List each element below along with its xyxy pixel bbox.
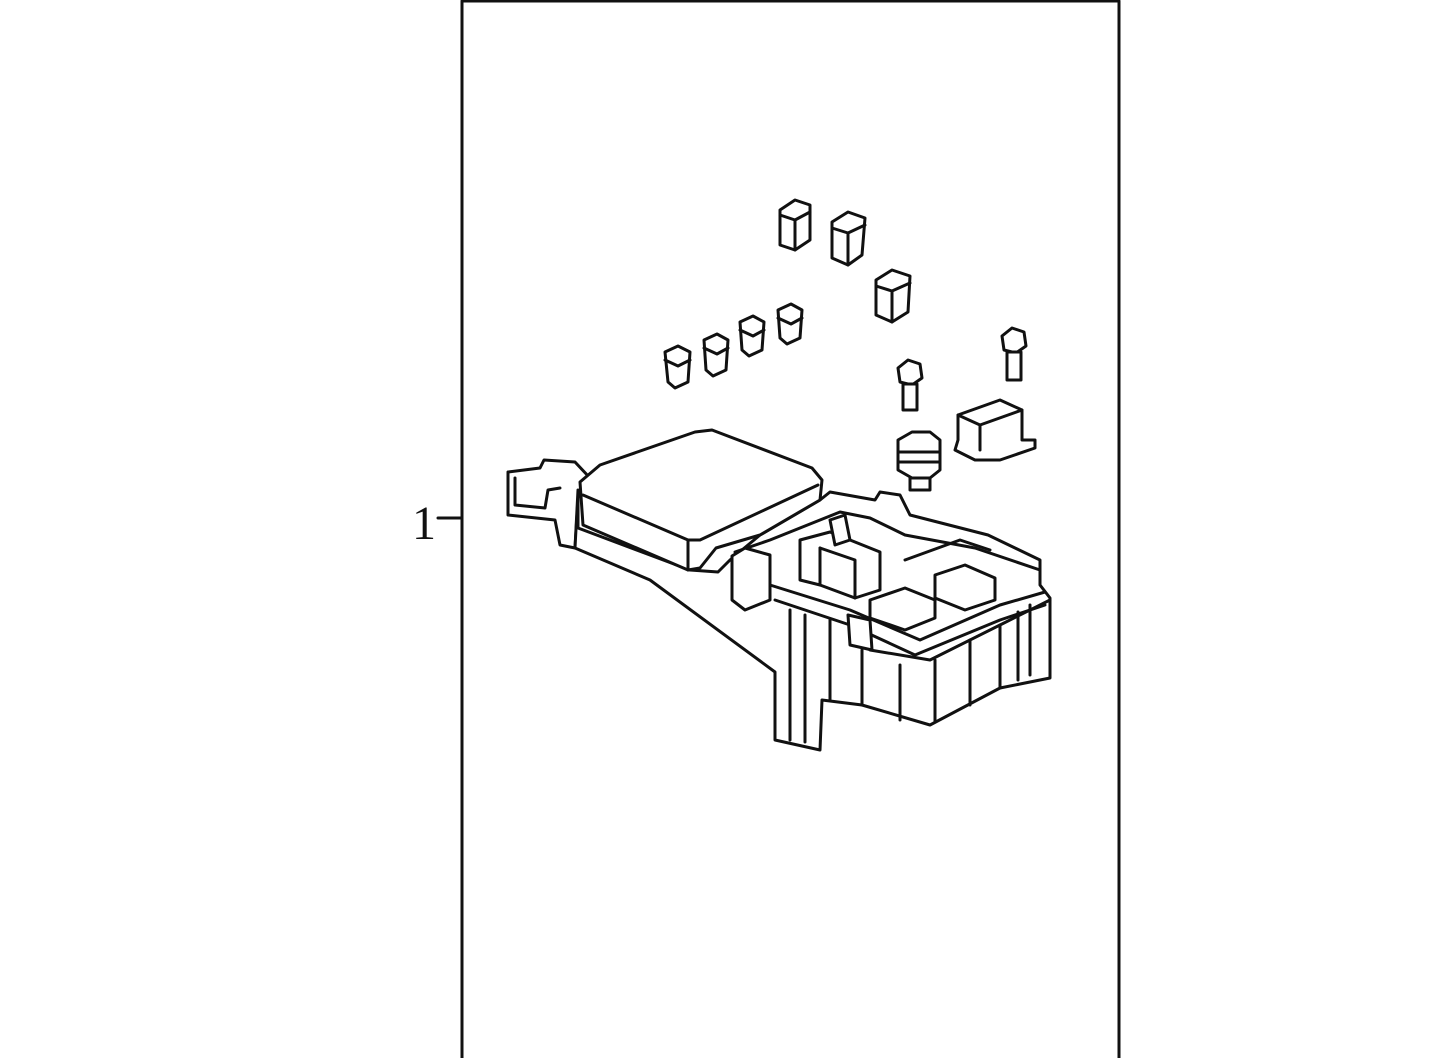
bolt-1: [896, 358, 924, 412]
fuse-box-assembly: [506, 428, 1052, 752]
mini-fuse-1: [663, 344, 692, 390]
side-clip: [730, 546, 772, 612]
terminal-post: [828, 513, 852, 547]
diagram-frame: [460, 0, 1121, 1058]
relay-2: [953, 398, 1037, 462]
bolt-2: [1000, 326, 1028, 382]
maxi-fuse-3: [874, 268, 912, 324]
mini-fuse-3: [738, 314, 766, 358]
maxi-fuse-1: [778, 198, 812, 252]
mini-fuse-2: [702, 332, 730, 378]
relay-1: [896, 430, 942, 492]
maxi-fuse-2: [830, 210, 867, 267]
callout-label-1: 1: [412, 497, 436, 550]
front-latch: [846, 613, 874, 652]
mini-fuse-4: [776, 302, 804, 346]
